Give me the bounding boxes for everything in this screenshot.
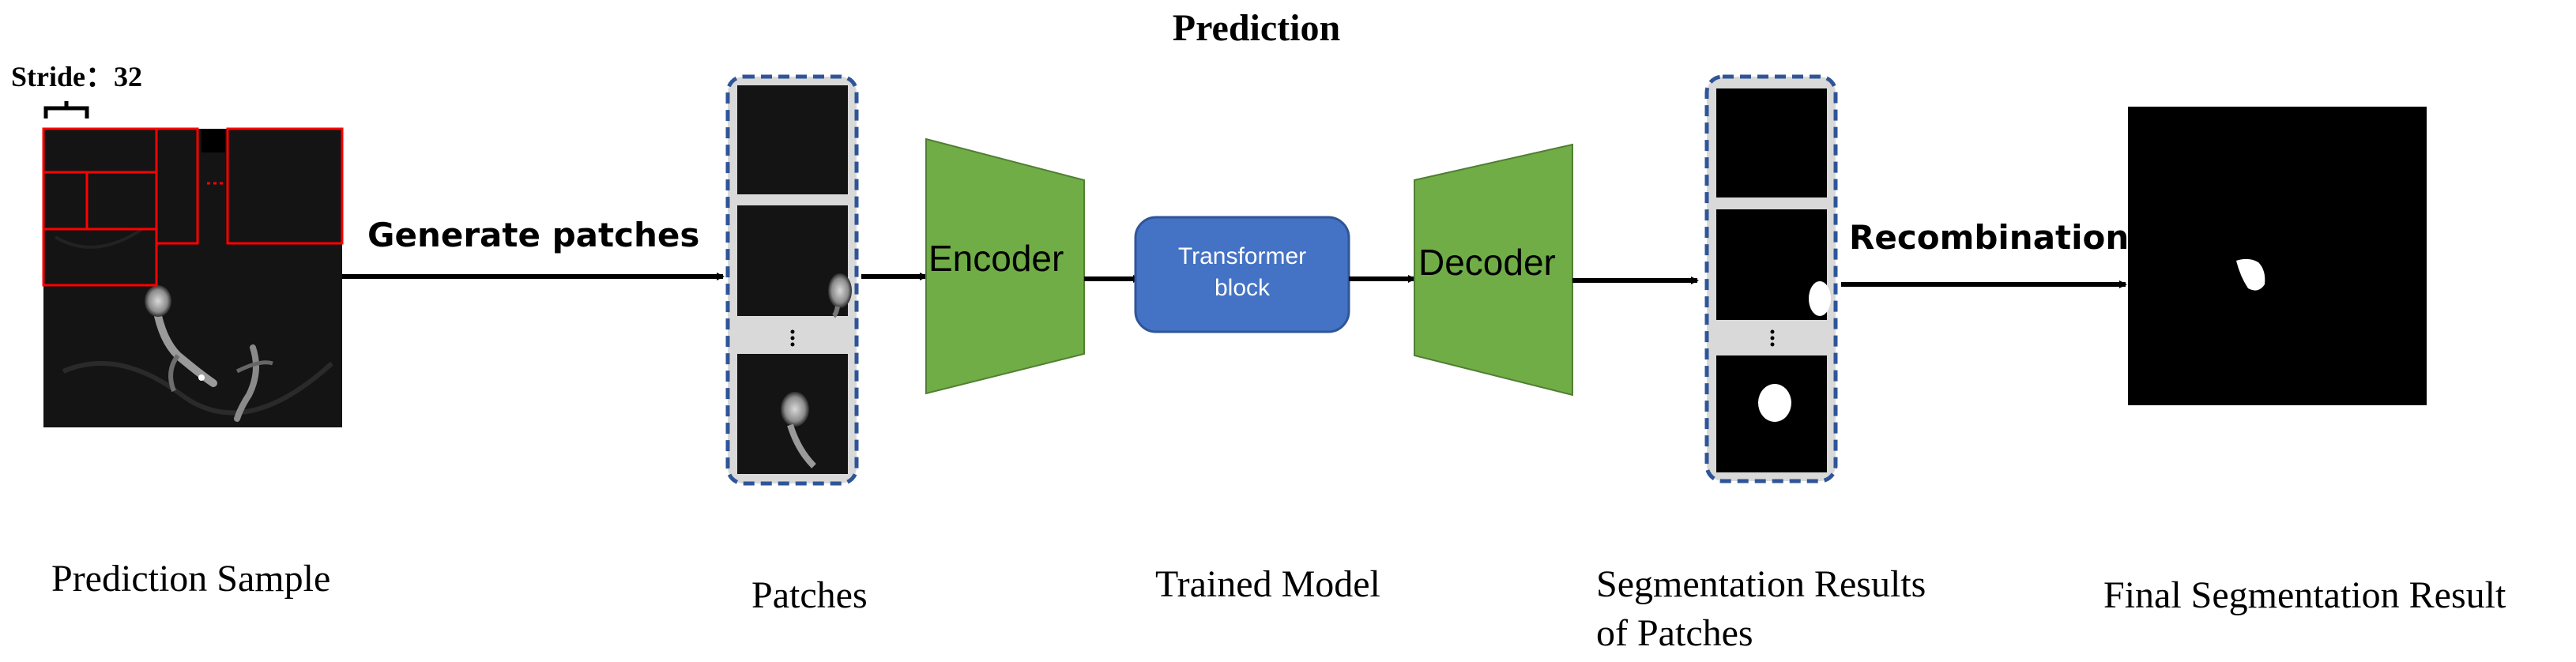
transformer-label: Transformer block (1135, 241, 1349, 304)
stride-bracket (43, 101, 89, 118)
caption-prediction-sample: Prediction Sample (51, 558, 331, 600)
diagram-title: Prediction (1172, 7, 1341, 49)
prediction-sample-image (42, 127, 344, 427)
encoder-label: Encoder (928, 238, 1064, 279)
segmentation-patches-column (1704, 74, 1838, 483)
caption-segmentation-line2: of Patches (1596, 612, 1753, 654)
generate-patches-label: Generate patches (367, 216, 700, 254)
transformer-label-line1: Transformer (1177, 243, 1307, 269)
patches-column (725, 74, 859, 486)
caption-segmentation-line1: Segmentation Results (1596, 563, 1926, 605)
encoder-block (925, 137, 1085, 395)
final-segmentation-image (2128, 107, 2427, 405)
recombination-label: Recombination (1849, 218, 2130, 257)
transformer-label-line2: block (1214, 275, 1271, 301)
decoder-label: Decoder (1418, 242, 1556, 283)
stride-label: Stride：32 (11, 61, 142, 92)
transformer-block (1134, 216, 1350, 333)
caption-trained-model: Trained Model (1155, 563, 1380, 605)
caption-patches: Patches (751, 574, 868, 616)
decoder-block (1414, 143, 1573, 397)
caption-final-result: Final Segmentation Result (2103, 574, 2506, 616)
